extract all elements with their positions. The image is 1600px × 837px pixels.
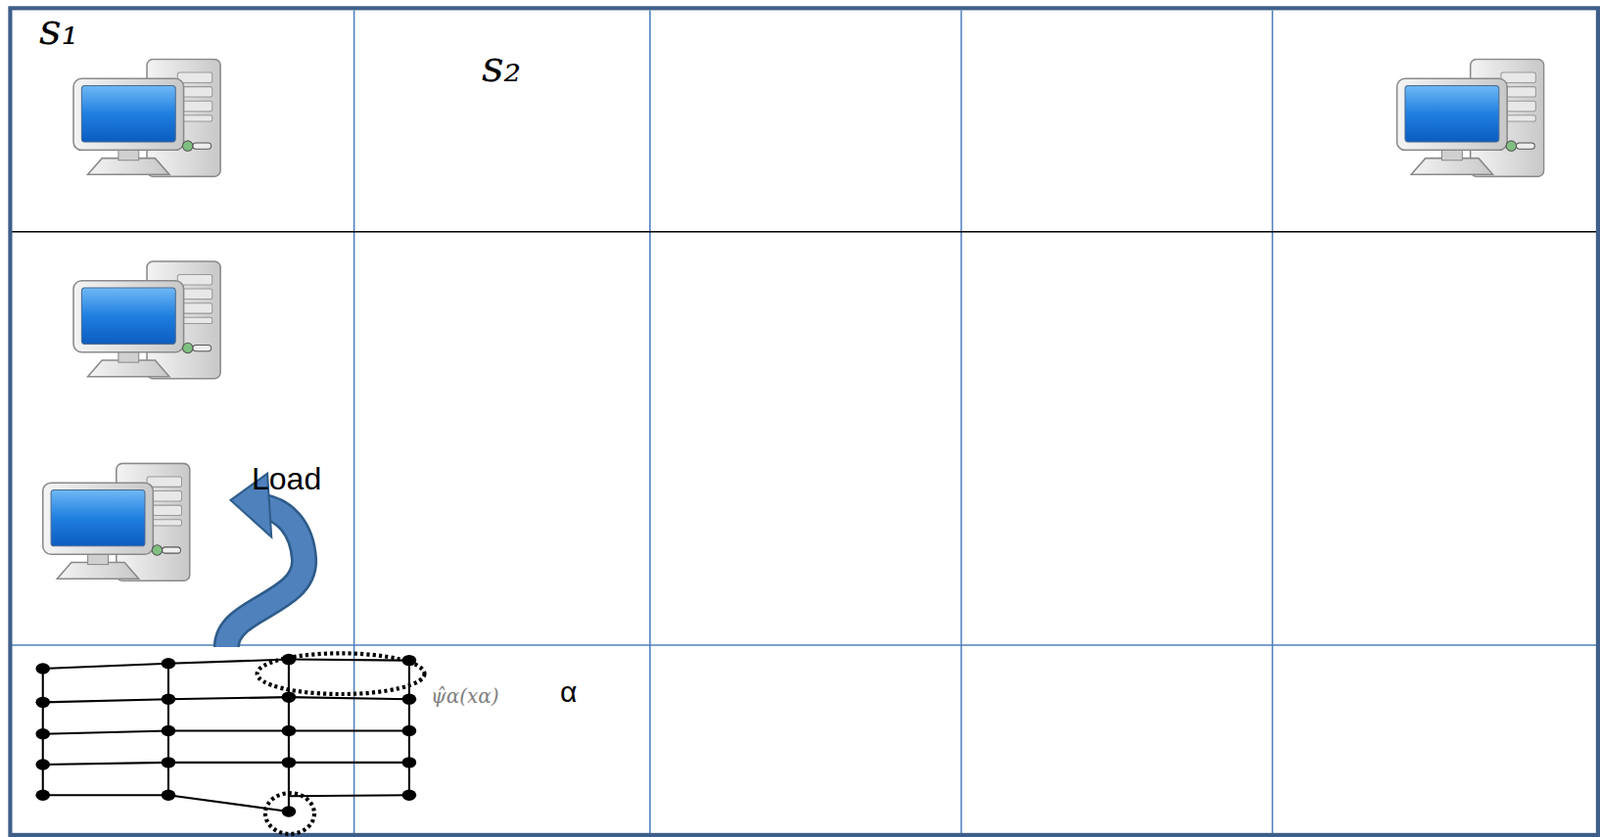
computer-icon <box>73 58 221 177</box>
computer-icon <box>73 261 221 379</box>
row-divider <box>9 231 1600 234</box>
graph-vertices <box>35 654 417 818</box>
outer-border <box>9 7 1598 836</box>
partition-label: α <box>560 675 577 708</box>
computer-icon <box>1397 58 1545 177</box>
graph-edges <box>43 659 410 812</box>
grid-lines <box>9 9 1598 834</box>
factor-label: ψ̂α(xα) <box>430 685 500 707</box>
computer-icon <box>43 463 190 581</box>
server-label: s₁ <box>39 5 79 53</box>
load-label: Load <box>251 462 322 497</box>
factor-highlight <box>257 653 425 695</box>
server-label: s₂ <box>481 43 521 91</box>
vertex-highlight <box>265 793 315 835</box>
load-arrow <box>226 473 304 648</box>
